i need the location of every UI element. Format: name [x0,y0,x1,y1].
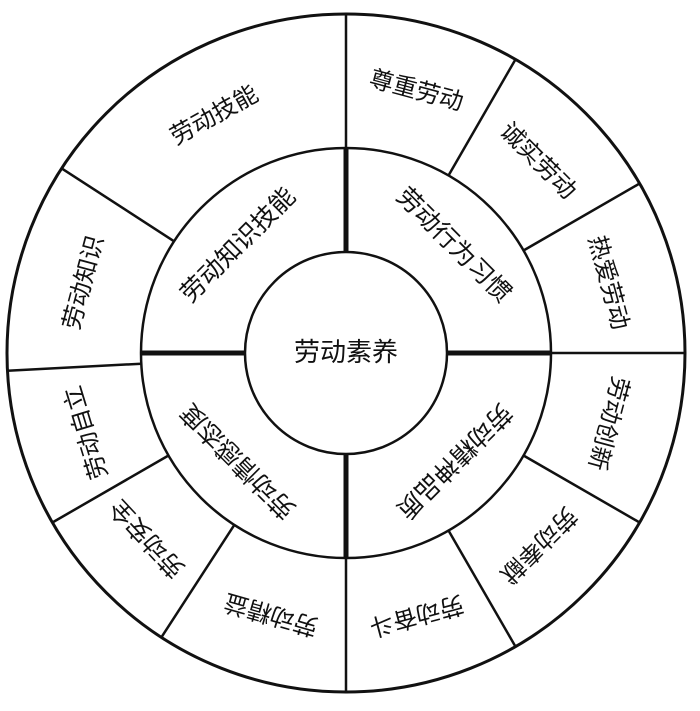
item-label: 劳动自立 [58,383,113,483]
dimension-dividers [141,148,551,558]
dimension-label: 劳动知识技能 [175,182,302,309]
item-divider [522,454,641,524]
item-label: 尊重劳动 [366,64,466,116]
item-divider [7,362,142,372]
item-label: 劳动奉献 [494,501,582,589]
item-label: 热爱劳动 [583,233,635,333]
item-label: 劳动安全 [104,494,190,583]
item-divider [447,58,517,177]
item-divider [51,454,170,524]
item-label: 劳动精益 [221,588,321,641]
item-label: 诚实劳动 [494,117,582,205]
item-label: 劳动技能 [165,80,263,151]
item-divider [61,167,175,243]
item-label: 劳动奋斗 [366,590,466,642]
item-label: 劳动知识 [57,233,109,333]
item-dividers [7,14,685,692]
dimension-label: 劳动情感态度 [175,398,302,525]
dimension-label: 劳动精神品质 [391,398,518,525]
item-divider [522,182,641,252]
center-label: 劳动素养 [294,338,398,368]
item-divider [160,524,236,638]
item-label: 劳动创新 [583,373,635,473]
item-divider [447,529,517,648]
dimension-label: 劳动行为习惯 [391,182,518,309]
